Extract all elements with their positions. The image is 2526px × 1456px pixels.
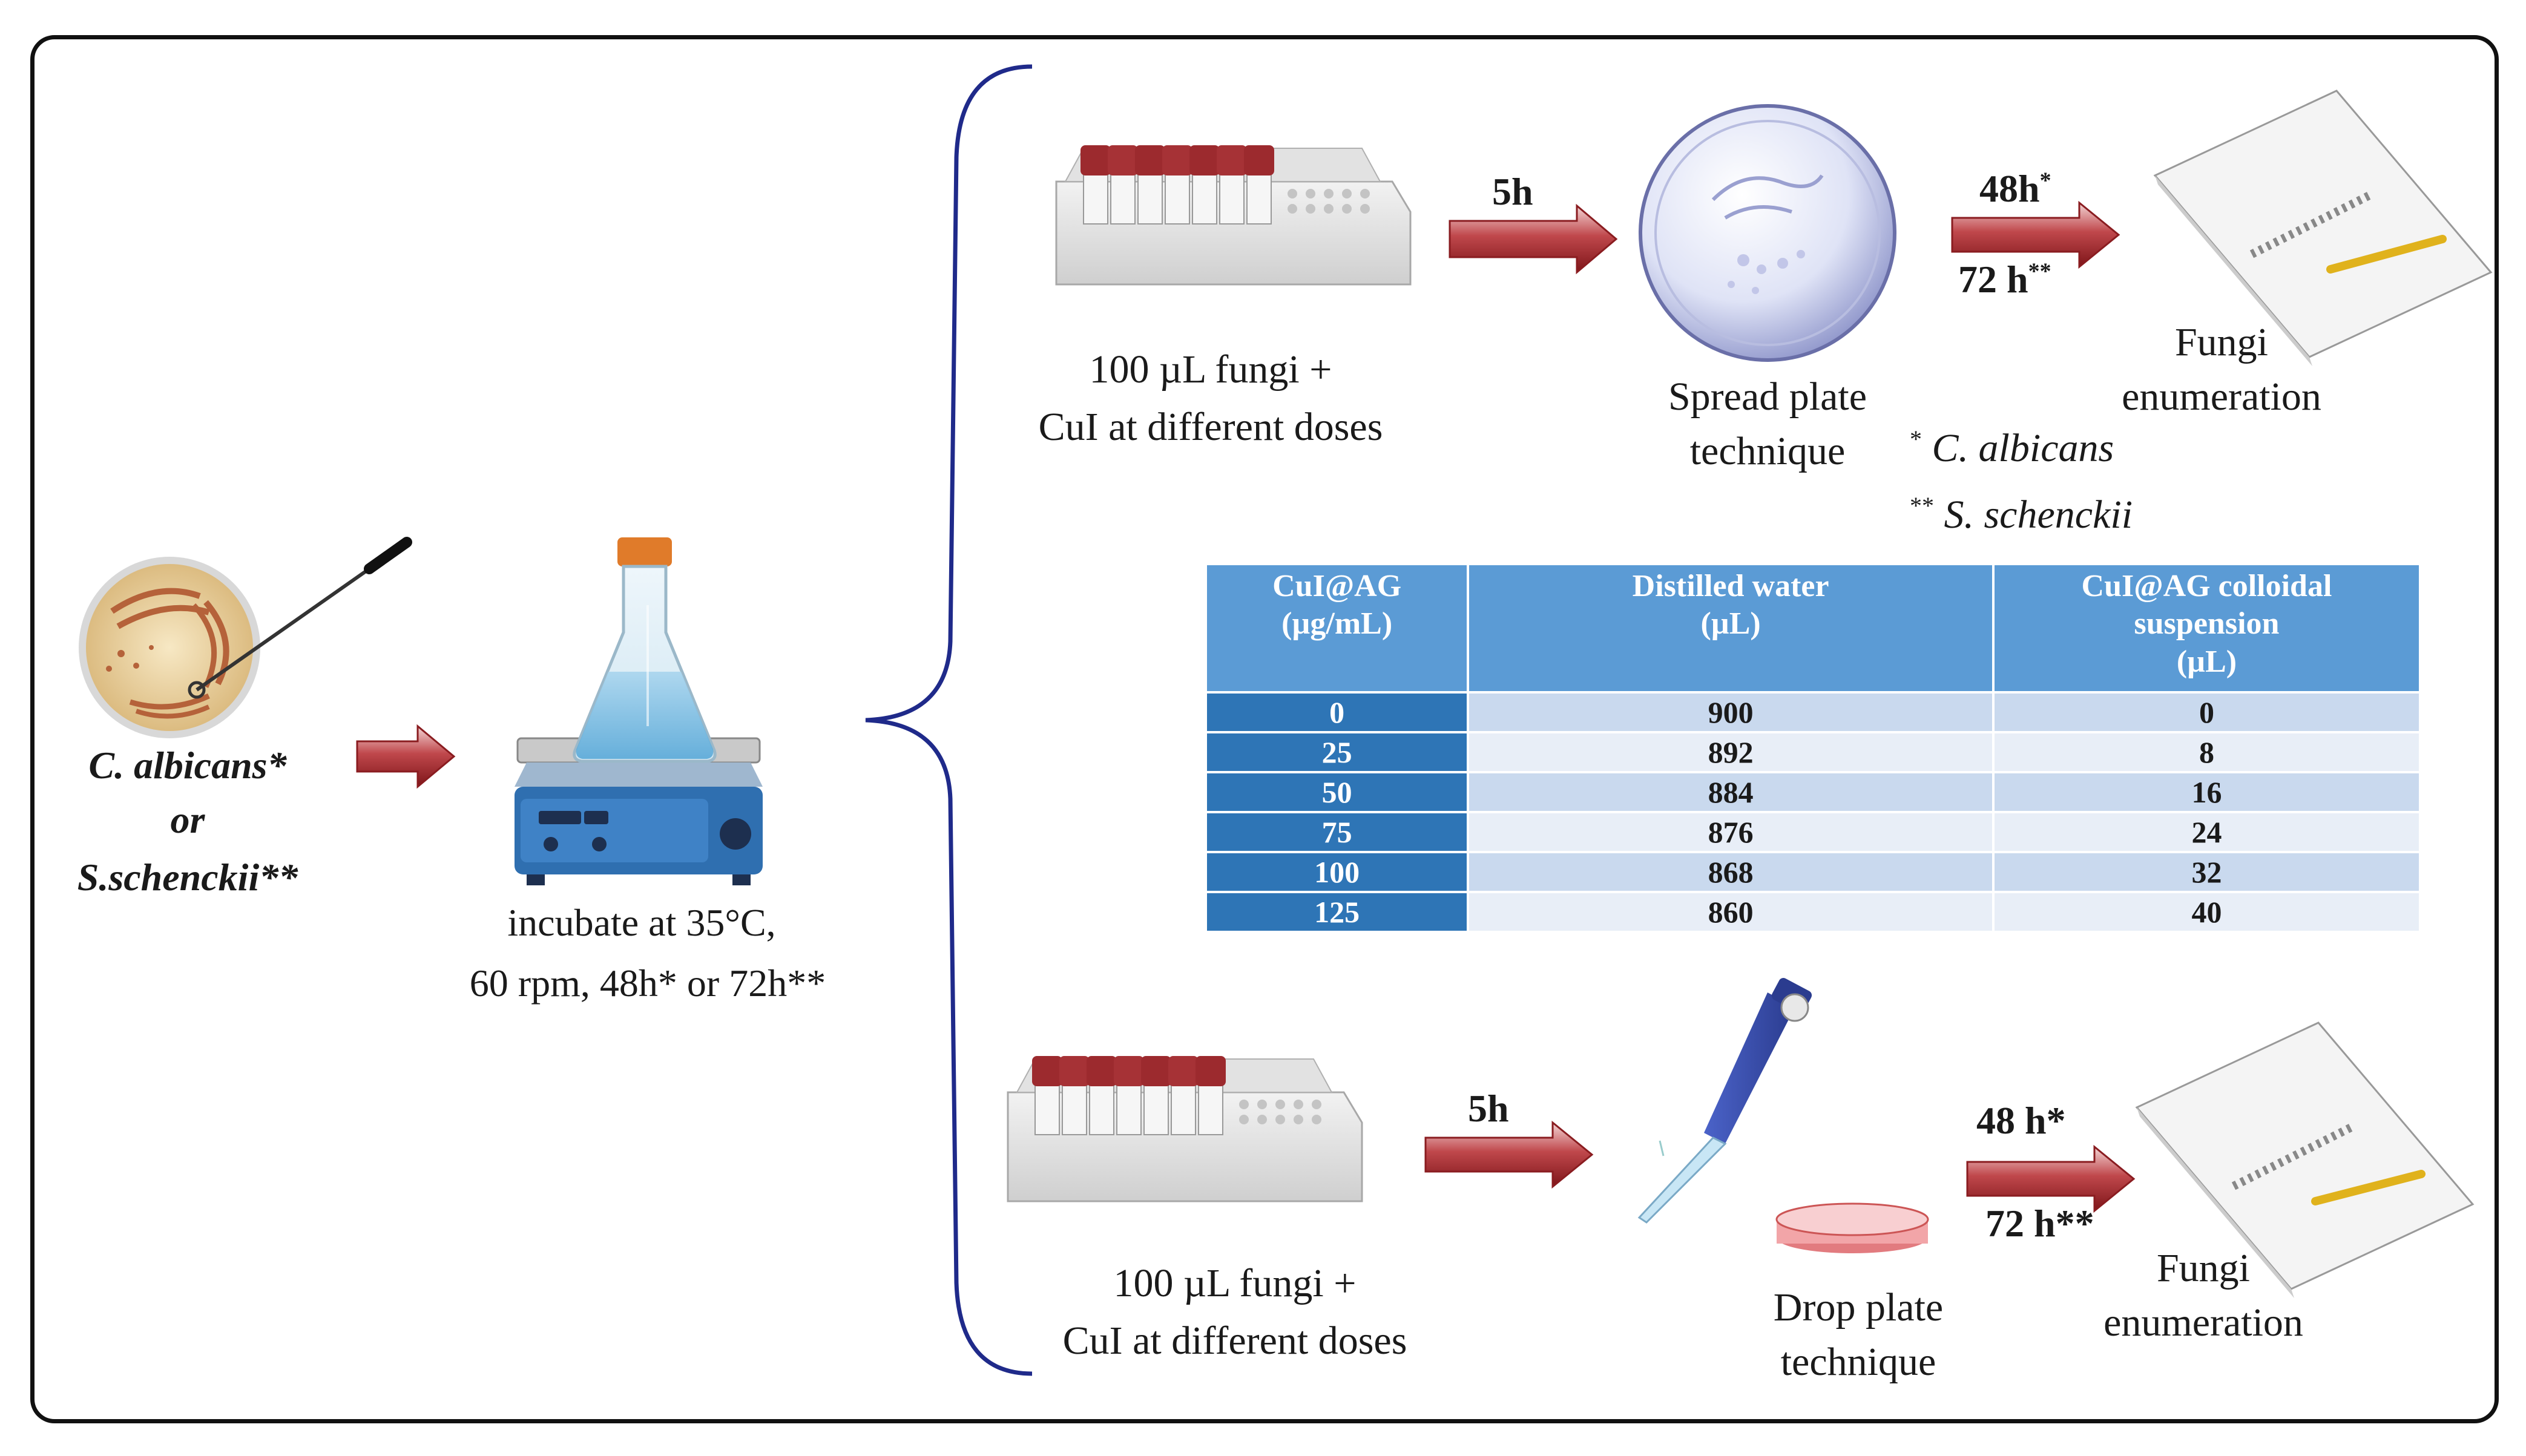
top-plate-caption-2: technique	[1689, 429, 1846, 473]
top-result-caption-2: enumeration	[2122, 375, 2321, 419]
dose-table-header-suspension: CuI@AG colloidal suspension (µL)	[1994, 565, 2419, 691]
top-arrow2-label-bottom: 72 h**	[1958, 257, 2051, 302]
footnote-1-mark: *	[1910, 425, 1922, 453]
table-cell: 868	[1469, 853, 1992, 891]
table-row: 25 892 8	[1207, 733, 2419, 771]
top-arrow2-label-top-sup: *	[2039, 168, 2051, 194]
top-arrow2-label-top: 48h*	[1979, 166, 2051, 211]
bottom-plate-caption-1: Drop plate	[1773, 1285, 1944, 1330]
bottom-result-caption-1: Fungi	[2156, 1246, 2251, 1290]
top-arrow2-label-bottom-text: 72 h	[1958, 258, 2028, 301]
organism-label-1: C. albicans*	[88, 744, 287, 787]
drop-plate-icon	[1775, 1202, 1929, 1253]
bottom-tubes-caption-1: 100 µL fungi +	[1113, 1261, 1357, 1305]
flask-icon	[573, 537, 717, 763]
arrow-bottom-5h-icon	[1424, 1120, 1594, 1189]
table-cell: 900	[1469, 694, 1992, 731]
table-cell: 860	[1469, 893, 1992, 931]
footnote-1: * C. albicans	[1910, 424, 2114, 474]
top-result-caption-1: Fungi	[2174, 320, 2269, 364]
table-cell: 892	[1469, 733, 1992, 771]
footnote-2-text: S. schenckii	[1944, 493, 2133, 537]
table-row: 0 900 0	[1207, 694, 2419, 731]
dose-table-header-cui: CuI@AG (µg/mL)	[1207, 565, 1467, 691]
bottom-result-caption-2: enumeration	[2103, 1300, 2303, 1345]
top-plate-caption-1: Spread plate	[1668, 375, 1867, 419]
table-cell: 0	[1994, 694, 2419, 731]
table-row: 75 876 24	[1207, 813, 2419, 851]
dose-table-header-water: Distilled water (µL)	[1469, 565, 1992, 691]
notebook-bottom-icon	[2135, 1021, 2475, 1298]
incubation-label-1: incubate at 35°C,	[507, 901, 776, 944]
table-cell: 100	[1207, 853, 1467, 891]
footnote-2: ** S. schenckii	[1910, 490, 2133, 540]
footnote-2-mark: **	[1910, 492, 1934, 519]
footnote-1-text: C. albicans	[1932, 426, 2114, 470]
table-cell: 75	[1207, 813, 1467, 851]
table-row: 100 868 32	[1207, 853, 2419, 891]
arrow-to-incubation-icon	[356, 724, 456, 789]
bottom-arrow1-label: 5h	[1468, 1087, 1509, 1130]
arrow-top-5h-icon	[1449, 203, 1618, 275]
dose-table-header-suspension-text: CuI@AG colloidal suspension (µL)	[2081, 569, 2332, 679]
diagram-frame	[30, 35, 2499, 1423]
notebook-top-icon	[2153, 90, 2493, 366]
curly-brace-icon	[865, 64, 1033, 1376]
table-row: 50 884 16	[1207, 773, 2419, 811]
top-arrow2-label-top-text: 48h	[1979, 167, 2040, 210]
dose-table: CuI@AG (µg/mL) Distilled water (µL) CuI@…	[1205, 563, 2421, 933]
organism-label-2: S.schenckii**	[77, 856, 298, 899]
bottom-arrow2-label-top: 48 h*	[1976, 1099, 2066, 1142]
table-cell: 884	[1469, 773, 1992, 811]
pipette-icon	[1637, 978, 1812, 1224]
top-arrow1-label: 5h	[1492, 170, 1533, 213]
table-cell: 24	[1994, 813, 2419, 851]
petri-dish-icon	[79, 537, 412, 738]
incubation-label-2: 60 rpm, 48h* or 72h**	[469, 962, 826, 1005]
bottom-tubes-caption-2: CuI at different doses	[1062, 1319, 1407, 1363]
table-cell: 8	[1994, 733, 2419, 771]
table-row: 125 860 40	[1207, 893, 2419, 931]
top-tubes-caption-2: CuI at different doses	[1038, 405, 1383, 449]
table-cell: 0	[1207, 694, 1467, 731]
table-cell: 16	[1994, 773, 2419, 811]
table-cell: 40	[1994, 893, 2419, 931]
dose-table-header-water-text: Distilled water (µL)	[1632, 569, 1829, 641]
organism-label-or: or	[170, 798, 205, 841]
table-cell: 32	[1994, 853, 2419, 891]
dose-table-header-row: CuI@AG (µg/mL) Distilled water (µL) CuI@…	[1207, 565, 2419, 691]
tube-rack-top-icon	[1055, 145, 1412, 286]
table-cell: 125	[1207, 893, 1467, 931]
top-tubes-caption-1: 100 µL fungi +	[1089, 347, 1332, 392]
table-cell: 50	[1207, 773, 1467, 811]
spread-plate-icon	[1639, 104, 1896, 362]
tube-rack-bottom-icon	[1007, 1056, 1363, 1202]
table-cell: 876	[1469, 813, 1992, 851]
bottom-arrow2-label-bottom: 72 h**	[1985, 1202, 2094, 1245]
bottom-plate-caption-2: technique	[1780, 1340, 1936, 1384]
top-arrow2-label-bottom-sup: **	[2028, 258, 2051, 284]
arrow-top-48h-icon	[1951, 200, 2120, 269]
arrow-bottom-48h-icon	[1966, 1144, 2136, 1213]
dose-table-header-cui-text: CuI@AG (µg/mL)	[1272, 569, 1402, 641]
table-cell: 25	[1207, 733, 1467, 771]
